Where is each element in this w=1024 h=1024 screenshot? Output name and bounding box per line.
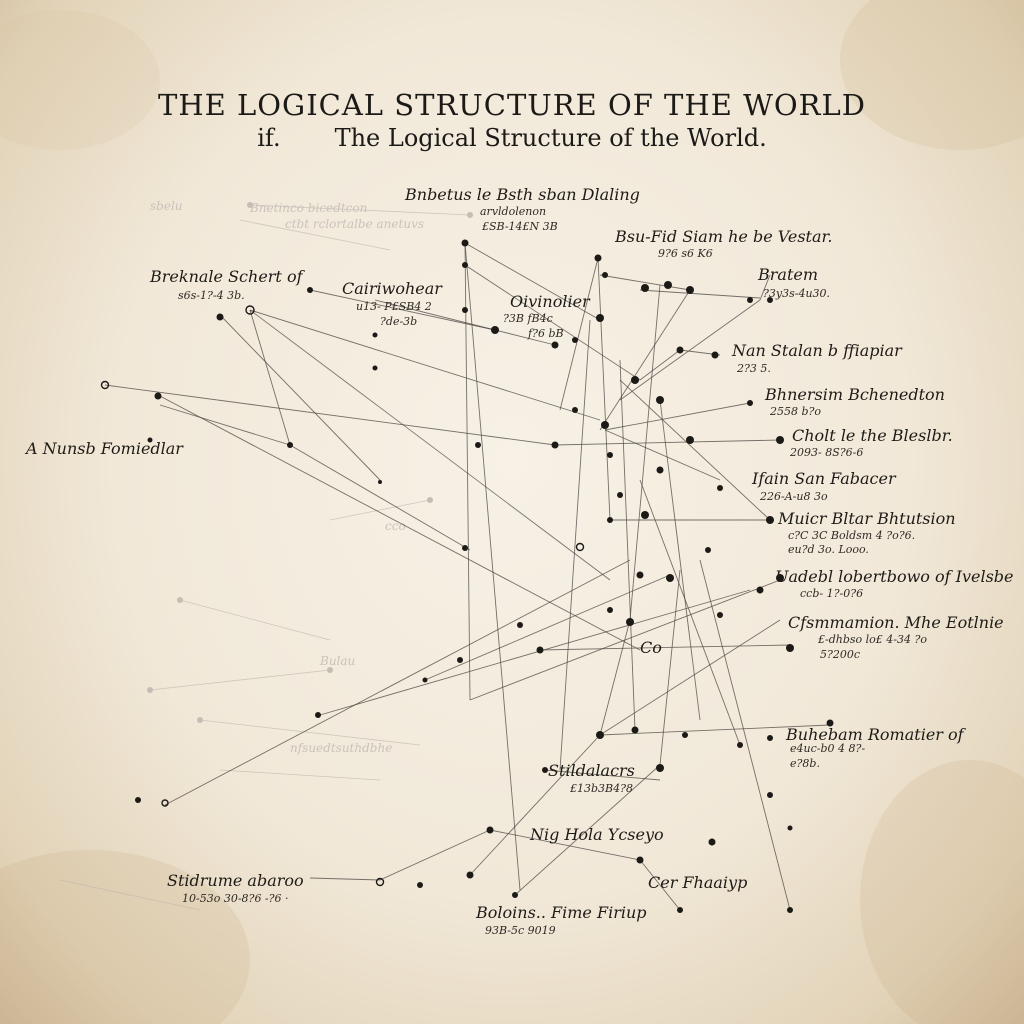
- node-label-group: Breknale Schert of s6s-1?-4 3b.: [149, 267, 306, 302]
- node-label: Cholt le the Bleslbr.: [792, 426, 953, 445]
- node-sublabel: 9?6 s6 K6: [658, 247, 713, 260]
- node-sublabel: 2?3 5.: [736, 362, 771, 375]
- node-sublabel: f?6 bB: [527, 327, 564, 340]
- node-label: Cer Fhaaiyp: [648, 873, 747, 892]
- node-label: Bnbetus le Bsth sban Dlaling: [404, 185, 640, 204]
- node-sublabel: u13- P£SB4 2: [356, 300, 432, 313]
- faint-label: Bulau: [319, 654, 355, 668]
- node-label: Bhnersim Bchenedton: [764, 385, 945, 404]
- node-label-group: Cairiwohear u13- P£SB4 2 ?de-3b: [342, 279, 443, 328]
- node-label: Oivinolier: [510, 292, 591, 311]
- subtitle-prefix: if.: [257, 124, 281, 152]
- faint-labels: Bnetinco bicedtcon ctbt rclortalbe anetu…: [150, 199, 424, 755]
- faint-label: sbelu: [150, 199, 183, 213]
- subtitle-text: The Logical Structure of the World.: [334, 124, 767, 152]
- node-label: Bratem: [757, 265, 818, 284]
- ghost-network: [59, 202, 473, 911]
- node-label: Buhebam Romatier of: [785, 725, 967, 744]
- page-subtitle: if. The Logical Structure of the World.: [0, 124, 1024, 152]
- node-label-group: Bhnersim Bchenedton 2558 b?o: [764, 385, 945, 418]
- node-sublabel: £SB-14£N 3B: [481, 220, 558, 233]
- node-sublabel: ccb- 1?-0?6: [800, 587, 863, 600]
- node-sublabel: e4uc-b0 4 8?-: [790, 742, 865, 755]
- node-label-group: Uadebl lobertbowo of Ivelsbe ccb- 1?-0?6: [775, 567, 1014, 600]
- node-sublabel: c?C 3C Boldsm 4 ?o?6.: [788, 529, 915, 542]
- node-label: A Nunsb Fomiedlar: [24, 439, 184, 458]
- node-sublabel: arvldolenon: [480, 205, 546, 218]
- node-sublabel: ?de-3b: [380, 315, 417, 328]
- node-sublabel: 93B-5c 9019: [485, 924, 556, 937]
- node-label-group: Cfsmmamion. Mhe Eotlnie £-dhbso lo£ 4-34…: [788, 613, 1004, 661]
- node-label: Stidrume abaroo: [167, 871, 304, 890]
- node-label: Cfsmmamion. Mhe Eotlnie: [788, 613, 1004, 632]
- node-sublabel: s6s-1?-4 3b.: [178, 289, 245, 302]
- node-sublabel: ?3y3s-4u30.: [763, 287, 830, 300]
- node-label-group: Bsu-Fid Siam he be Vestar. 9?6 s6 K6: [614, 227, 832, 260]
- node-sublabel: 2093- 8S?6-6: [789, 446, 863, 459]
- node-sublabel: eu?d 3o. Looo.: [788, 543, 869, 556]
- node-label-group: Buhebam Romatier of e4uc-b0 4 8?- e?8b.: [785, 725, 967, 770]
- faint-label: ctbt rclortalbe anetuvs: [285, 217, 424, 231]
- network-nodes: [100, 239, 834, 913]
- page-title: THE LOGICAL STRUCTURE OF THE WORLD: [157, 88, 867, 122]
- node-label-group: Nan Stalan b ffiapiar 2?3 5.: [731, 341, 903, 375]
- node-label-group: A Nunsb Fomiedlar: [24, 439, 184, 458]
- network-edges: [104, 242, 831, 911]
- node-label-group: Bratem ?3y3s-4u30.: [757, 265, 830, 300]
- node-label-group: Stildalacrs £13b3B4?8: [548, 761, 635, 795]
- faint-label: nfsuedtsuthdbhe: [290, 741, 392, 755]
- node-label: Breknale Schert of: [149, 267, 306, 286]
- node-label: Co: [640, 638, 662, 657]
- node-label: Ifain San Fabacer: [751, 469, 897, 488]
- faint-label: cco: [385, 519, 406, 533]
- node-label-group: Co: [640, 638, 662, 657]
- node-sublabel: ?3B fB4c: [503, 312, 553, 325]
- node-labels: Bnbetus le Bsth sban Dlaling arvldolenon…: [24, 185, 1014, 937]
- node-label: Muicr Bltar Bhtutsion: [777, 509, 956, 528]
- node-label: Nan Stalan b ffiapiar: [731, 341, 903, 360]
- node-label-group: Cholt le the Bleslbr. 2093- 8S?6-6: [789, 426, 953, 459]
- node-label: Uadebl lobertbowo of Ivelsbe: [775, 567, 1014, 586]
- node-label-group: Boloins.. Fime Firiup 93B-5c 9019: [475, 903, 647, 937]
- node-label-group: Ifain San Fabacer 226-A-u8 3o: [751, 469, 897, 503]
- node-label: Cairiwohear: [342, 279, 443, 298]
- node-sublabel: 2558 b?o: [769, 405, 821, 418]
- node-label: Nig Hola Ycseyo: [529, 825, 664, 844]
- node-label-group: Stidrume abaroo 10-53o 30-8?6 -?6 ·: [167, 871, 304, 905]
- node-sublabel: 10-53o 30-8?6 -?6 ·: [182, 892, 289, 905]
- node-label-group: Cer Fhaaiyp: [648, 873, 747, 892]
- node-sublabel: e?8b.: [790, 757, 820, 770]
- node-label: Bsu-Fid Siam he be Vestar.: [614, 227, 832, 246]
- node-label: Boloins.. Fime Firiup: [475, 903, 647, 922]
- node-label-group: Bnbetus le Bsth sban Dlaling arvldolenon…: [404, 185, 640, 233]
- node-sublabel: 226-A-u8 3o: [759, 490, 828, 503]
- node-label-group: Muicr Bltar Bhtutsion c?C 3C Boldsm 4 ?o…: [777, 509, 956, 556]
- node-sublabel: £-dhbso lo£ 4-34 ?o: [817, 633, 927, 646]
- node-label-group: Oivinolier ?3B fB4c f?6 bB: [503, 292, 591, 340]
- node-sublabel: 5?200c: [820, 648, 860, 661]
- faint-label: Bnetinco bicedtcon: [249, 201, 367, 215]
- node-sublabel: £13b3B4?8: [569, 782, 633, 795]
- node-label-group: Nig Hola Ycseyo: [529, 825, 664, 844]
- node-label: Stildalacrs: [548, 761, 635, 780]
